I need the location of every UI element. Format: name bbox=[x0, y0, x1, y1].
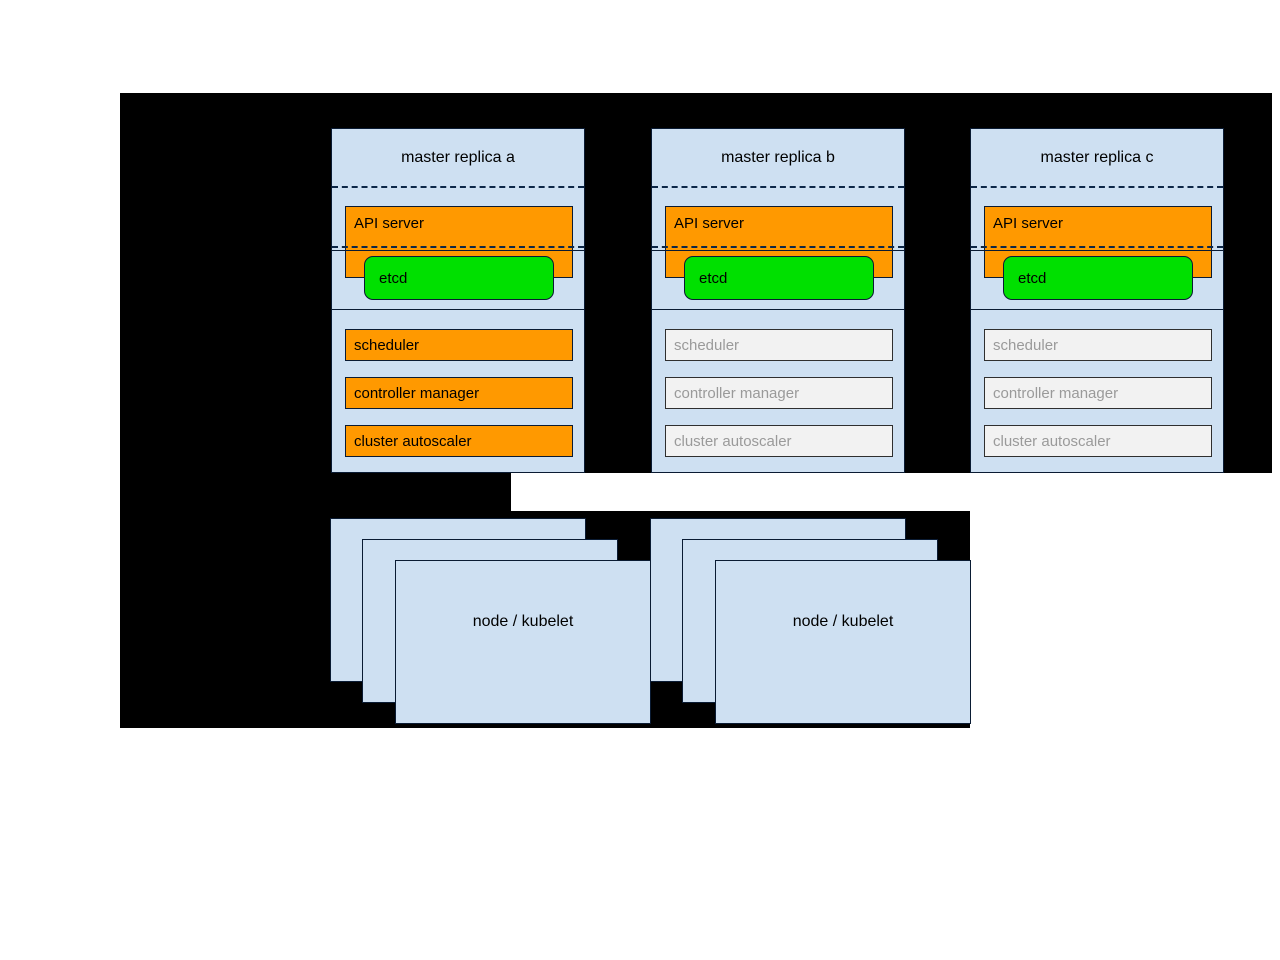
master-replica-c[interactable]: master replica c API server etcd schedul… bbox=[970, 128, 1224, 473]
cluster-autoscaler-box[interactable]: cluster autoscaler bbox=[665, 425, 893, 457]
etcd-band-top-line bbox=[332, 250, 584, 251]
scheduler-box[interactable]: scheduler bbox=[665, 329, 893, 361]
etcd-box[interactable]: etcd bbox=[364, 256, 554, 300]
etcd-band-bottom-line bbox=[332, 309, 584, 310]
controller-manager-box[interactable]: controller manager bbox=[345, 377, 573, 409]
dashed-separator-top bbox=[971, 186, 1223, 188]
dashed-separator-bottom bbox=[971, 246, 1223, 248]
etcd-box[interactable]: etcd bbox=[1003, 256, 1193, 300]
node-kubelet-label: node / kubelet bbox=[792, 613, 894, 630]
master-replica-title: master replica c bbox=[1040, 149, 1154, 166]
cluster-autoscaler-box[interactable]: cluster autoscaler bbox=[984, 425, 1212, 457]
node-group-1[interactable]: node / kubelet bbox=[330, 518, 651, 726]
etcd-band-bottom-line bbox=[971, 309, 1223, 310]
node-card-front[interactable]: node / kubelet bbox=[395, 560, 651, 724]
scheduler-box[interactable]: scheduler bbox=[984, 329, 1212, 361]
controller-manager-box[interactable]: controller manager bbox=[665, 377, 893, 409]
backdrop-panel-middle bbox=[120, 473, 511, 511]
scheduler-box[interactable]: scheduler bbox=[345, 329, 573, 361]
node-card-front[interactable]: node / kubelet bbox=[715, 560, 971, 724]
dashed-separator-top bbox=[652, 186, 904, 188]
dashed-separator-bottom bbox=[332, 246, 584, 248]
dashed-separator-bottom bbox=[652, 246, 904, 248]
node-group-2[interactable]: node / kubelet bbox=[650, 518, 971, 726]
etcd-band-top-line bbox=[652, 250, 904, 251]
etcd-box[interactable]: etcd bbox=[684, 256, 874, 300]
dashed-separator-top bbox=[332, 186, 584, 188]
master-replica-b[interactable]: master replica b API server etcd schedul… bbox=[651, 128, 905, 473]
controller-manager-box[interactable]: controller manager bbox=[984, 377, 1212, 409]
etcd-band-top-line bbox=[971, 250, 1223, 251]
master-replica-title: master replica a bbox=[401, 149, 515, 166]
etcd-band-bottom-line bbox=[652, 309, 904, 310]
master-replica-title: master replica b bbox=[721, 149, 835, 166]
node-kubelet-label: node / kubelet bbox=[472, 613, 574, 630]
master-replica-a[interactable]: master replica a API server etcd schedul… bbox=[331, 128, 585, 473]
cluster-autoscaler-box[interactable]: cluster autoscaler bbox=[345, 425, 573, 457]
